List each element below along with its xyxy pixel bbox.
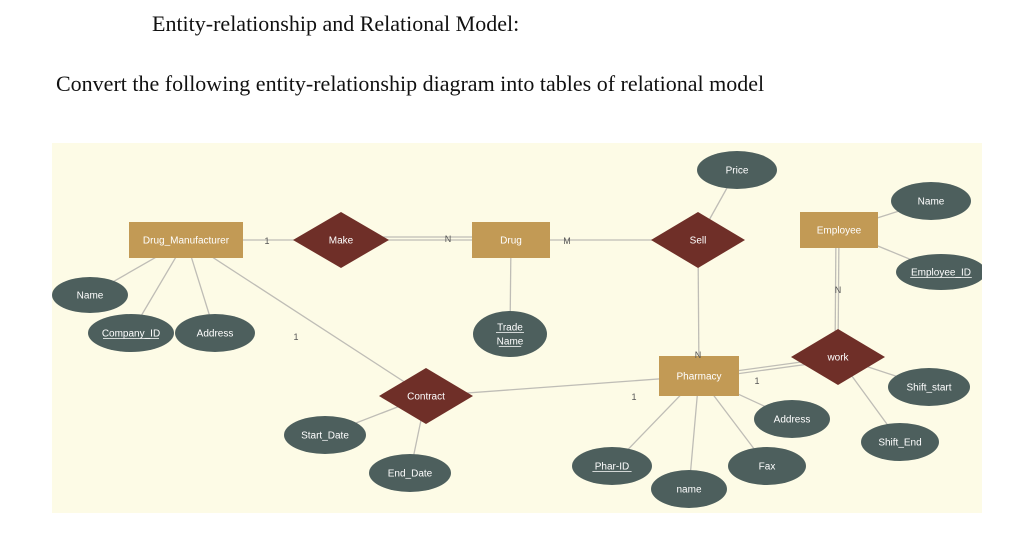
- cardinality-pharmacy-work: 1: [754, 376, 759, 386]
- entity-drug[interactable]: Drug: [472, 222, 550, 258]
- entity-drug-manufacturer[interactable]: Drug_Manufacturer: [129, 222, 243, 258]
- attribute-fax[interactable]: Fax: [728, 447, 806, 485]
- attribute-price-ellipse: [697, 151, 777, 189]
- attribute-shift-start-ellipse: [888, 368, 970, 406]
- entity-drug-box: [472, 222, 550, 258]
- attribute-address-mfr-ellipse: [175, 314, 255, 352]
- entity-pharmacy-box: [659, 356, 739, 396]
- attribute-ph-name-label: name: [676, 485, 701, 496]
- relationship-work-label: work: [826, 353, 849, 364]
- entity-pharmacy[interactable]: Pharmacy: [659, 356, 739, 396]
- cardinality-drug-sell: M: [563, 236, 571, 246]
- edge-drug-manufacturer-to-contract: [185, 239, 427, 397]
- attribute-start-date-label: Start_Date: [301, 431, 349, 442]
- relationship-make-label: Make: [329, 236, 354, 247]
- attribute-ph-name[interactable]: name: [651, 470, 727, 508]
- attribute-address-ph[interactable]: Address: [754, 400, 830, 438]
- relationship-contract[interactable]: Contract: [379, 368, 473, 424]
- attribute-company-id-label: Company_ID: [102, 329, 160, 340]
- attribute-trade-name-label-1: Trade: [497, 323, 523, 334]
- entity-drug-manufacturer-label: Drug_Manufacturer: [143, 236, 230, 247]
- relationship-sell-label: Sell: [690, 236, 707, 247]
- attribute-emp-name-label: Name: [918, 197, 945, 208]
- attribute-trade-name-ellipse: [473, 311, 547, 357]
- attribute-fax-label: Fax: [759, 462, 776, 473]
- entity-employee-box: [800, 212, 878, 248]
- edge-contract-to-pharmacy: [425, 375, 700, 397]
- attribute-mfr-name-ellipse: [52, 277, 128, 313]
- attribute-emp-name-ellipse: [891, 182, 971, 220]
- attribute-shift-end[interactable]: Shift_End: [861, 423, 939, 461]
- attribute-fax-ellipse: [728, 447, 806, 485]
- attribute-address-ph-ellipse: [754, 400, 830, 438]
- relationship-contract-diamond: [379, 368, 473, 424]
- entity-employee[interactable]: Employee: [800, 212, 878, 248]
- attribute-end-date-label: End_Date: [388, 469, 433, 480]
- relationship-sell[interactable]: Sell: [651, 212, 745, 268]
- attribute-employee-id-ellipse: [896, 254, 982, 290]
- relationship-contract-label: Contract: [407, 392, 445, 403]
- attribute-trade-name-label-2: Name: [497, 337, 524, 348]
- attribute-mfr-name[interactable]: Name: [52, 277, 128, 313]
- relationship-make-diamond: [293, 212, 389, 268]
- attribute-price[interactable]: Price: [697, 151, 777, 189]
- attribute-employee-id-label: Employee_ID: [911, 268, 971, 279]
- relationship-sell-diamond: [651, 212, 745, 268]
- attribute-phar-id-ellipse: [572, 447, 652, 485]
- relationship-work-diamond: [791, 329, 885, 385]
- attribute-company-id-ellipse: [88, 314, 174, 352]
- entity-employee-label: Employee: [817, 226, 862, 237]
- attribute-company-id[interactable]: Company_ID: [88, 314, 174, 352]
- attribute-address-ph-label: Address: [774, 415, 811, 426]
- attribute-ph-name-ellipse: [651, 470, 727, 508]
- attribute-start-date[interactable]: Start_Date: [284, 416, 366, 454]
- attribute-phar-id[interactable]: Phar-ID: [572, 447, 652, 485]
- attribute-address-mfr[interactable]: Address: [175, 314, 255, 352]
- attribute-phar-id-label: Phar-ID: [595, 462, 629, 473]
- attribute-start-date-ellipse: [284, 416, 366, 454]
- attribute-mfr-name-label: Name: [77, 291, 104, 302]
- section-title: Entity-relationship and Relational Model…: [152, 11, 520, 36]
- attribute-emp-name[interactable]: Name: [891, 182, 971, 220]
- attribute-shift-start[interactable]: Shift_start: [888, 368, 970, 406]
- attribute-shift-end-label: Shift_End: [878, 438, 921, 449]
- cardinality-contract-pharmacy: 1: [631, 392, 636, 402]
- cardinality-sell-pharmacy: N: [695, 350, 702, 360]
- instruction-text: Convert the following entity-relationshi…: [56, 71, 765, 96]
- attribute-address-mfr-label: Address: [197, 329, 234, 340]
- attribute-shift-start-label: Shift_start: [906, 383, 951, 394]
- attribute-employee-id[interactable]: Employee_ID: [896, 254, 982, 290]
- cardinality-mfr-contract: 1: [293, 332, 298, 342]
- attribute-end-date-ellipse: [369, 454, 451, 492]
- cardinality-make-drug: N: [445, 234, 452, 244]
- cardinality-mfr-make: 1: [264, 236, 269, 246]
- entity-pharmacy-label: Pharmacy: [676, 372, 721, 383]
- attribute-price-label: Price: [726, 166, 749, 177]
- relationship-work[interactable]: work: [791, 329, 885, 385]
- relationship-make[interactable]: Make: [293, 212, 389, 268]
- attribute-end-date[interactable]: End_Date: [369, 454, 451, 492]
- attribute-shift-end-ellipse: [861, 423, 939, 461]
- entity-drug-label: Drug: [500, 236, 522, 247]
- cardinality-employee-work: N: [835, 285, 842, 295]
- entity-drug-manufacturer-box: [129, 222, 243, 258]
